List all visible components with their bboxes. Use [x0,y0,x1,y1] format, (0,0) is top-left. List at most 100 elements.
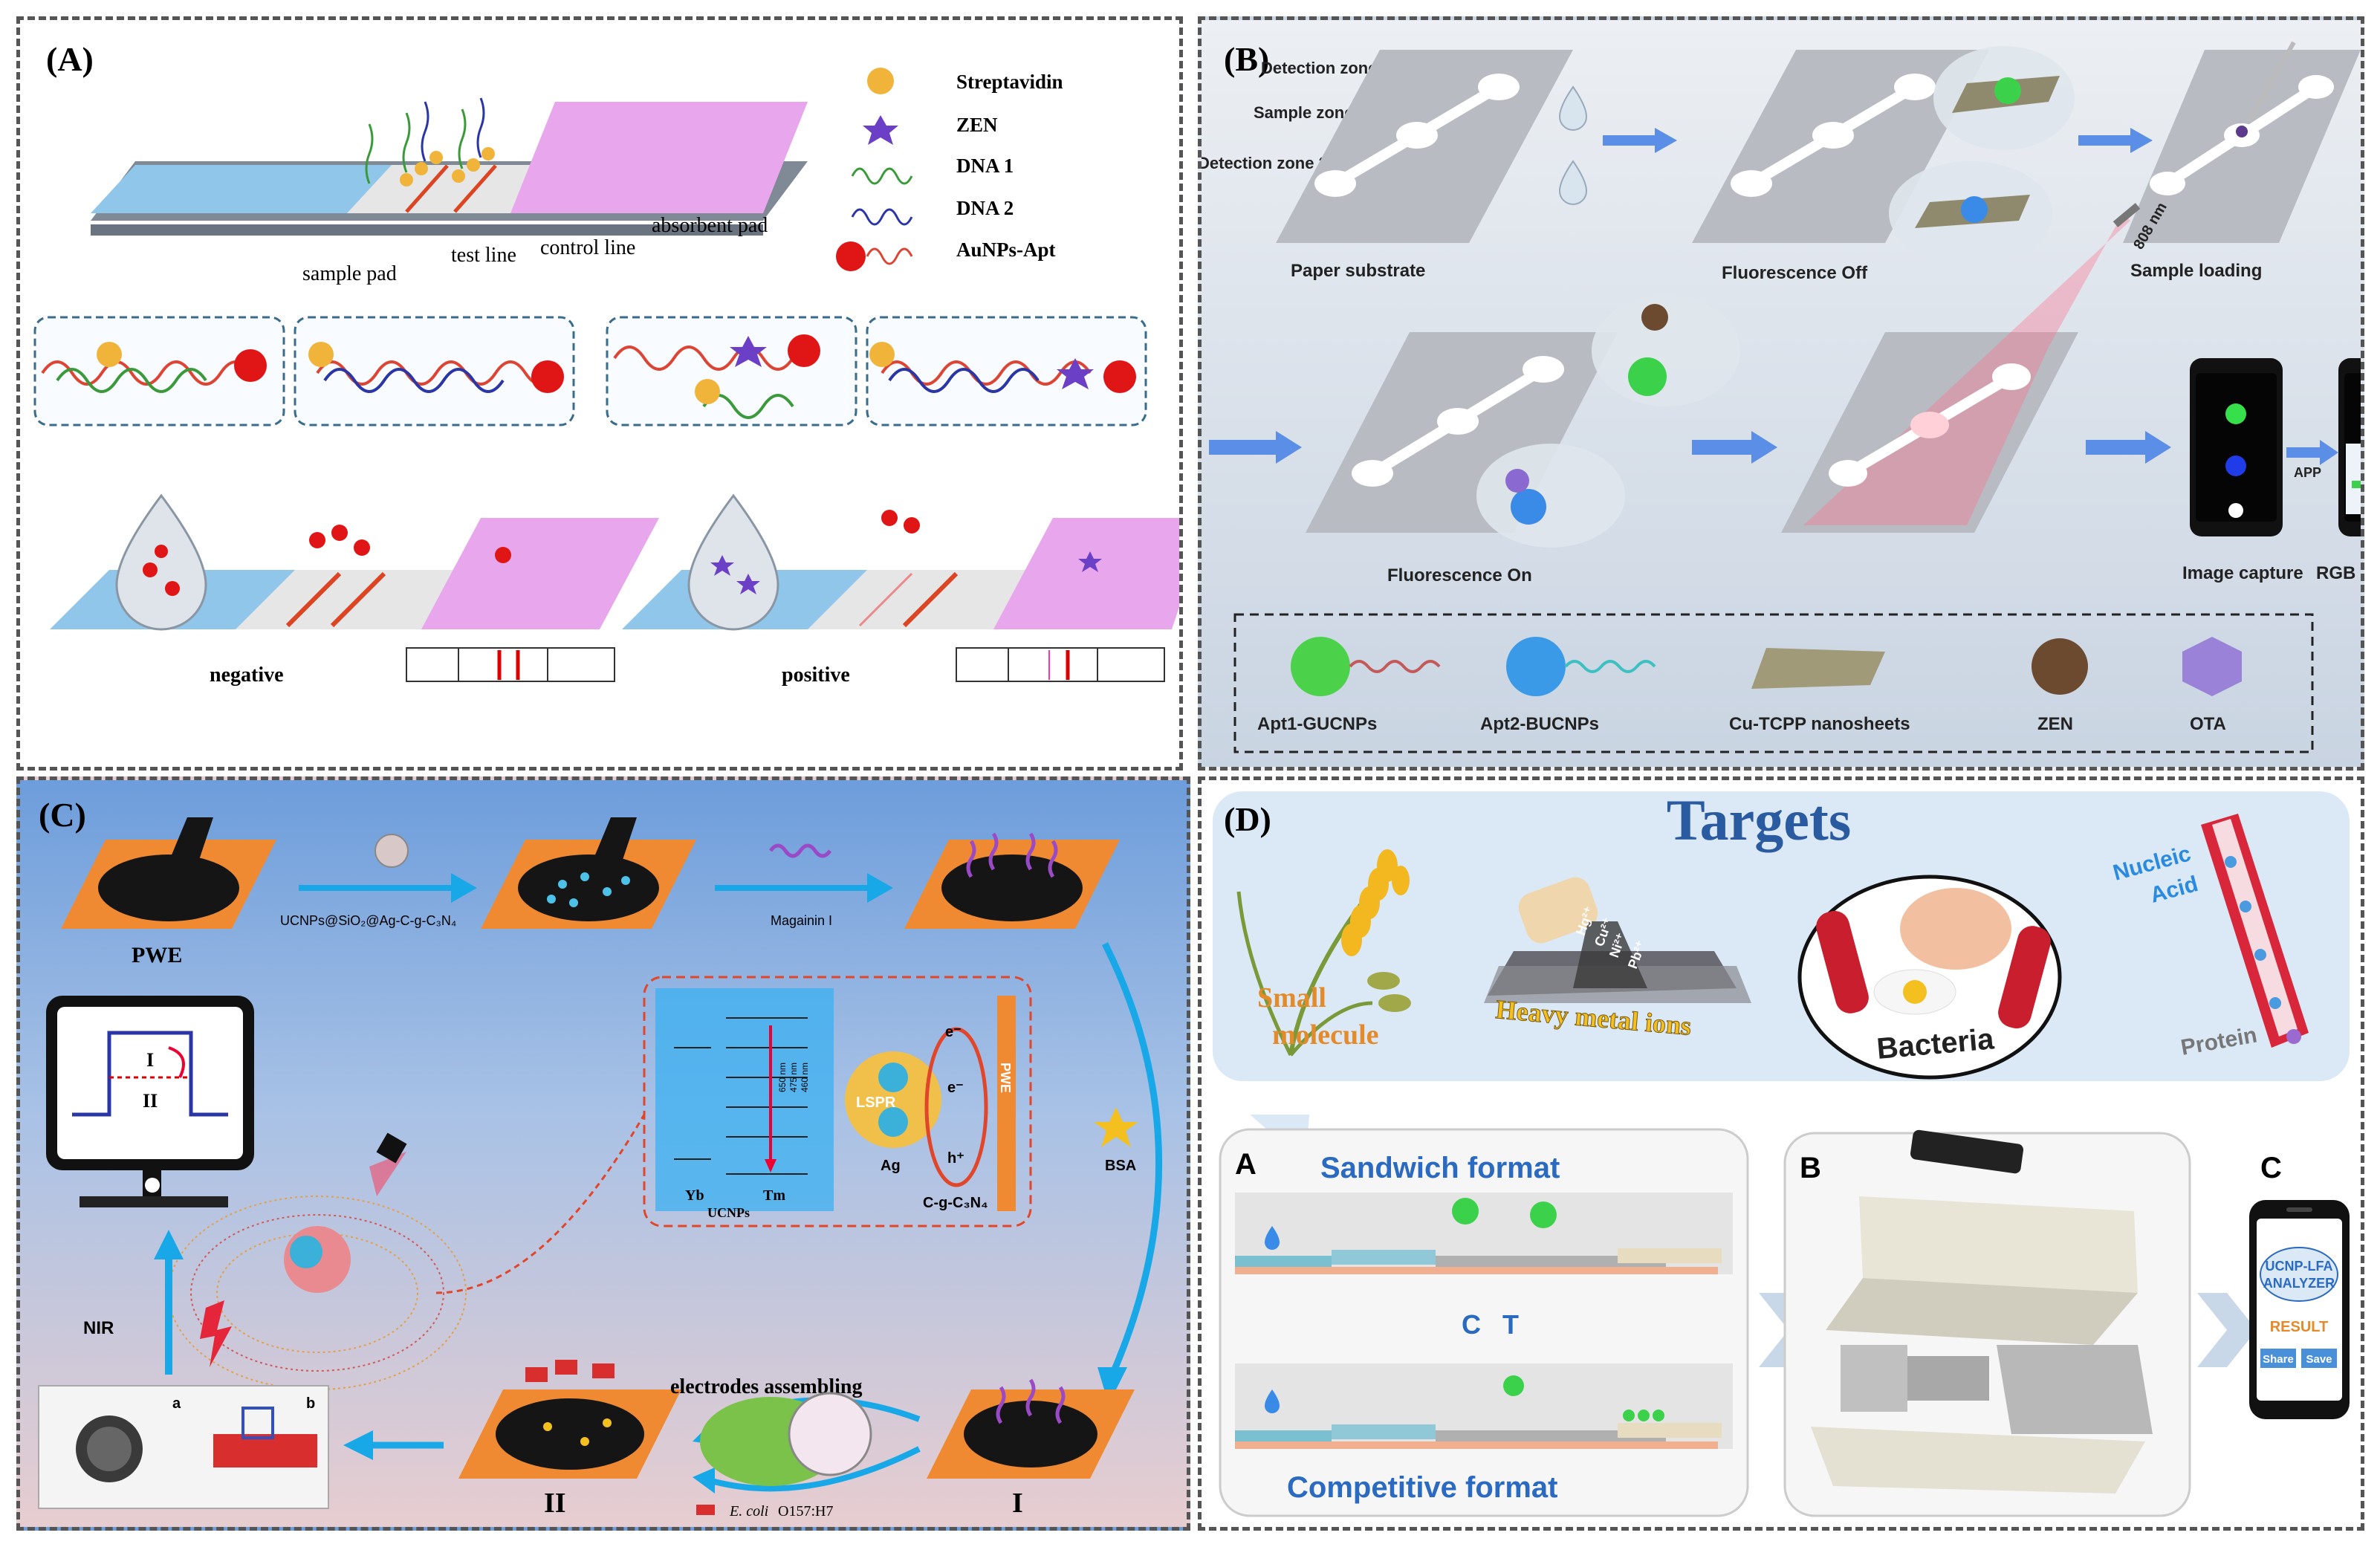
pwe-vertical-label: PWE [998,1063,1013,1093]
ota-particle-icon [2182,637,2242,696]
step-image-capture: Image capture [2182,563,2303,583]
reader-device [1811,1129,2153,1494]
positive-label: positive [782,664,850,687]
photo-a-label: a [172,1395,181,1412]
legend-apt1-gucnps: Apt1-GUCNPs [1257,714,1377,734]
stage-i-label: I [1012,1488,1023,1519]
assembled-electrode-ii [458,1360,681,1479]
test-line-label: test line [451,244,516,267]
fluorescence-off-strip [1692,46,2075,265]
photo-b-label: b [306,1395,315,1412]
sample-pad-label: sample pad [302,262,397,285]
yb-label: Yb [685,1187,704,1204]
cu-tcpp-nanosheet-icon [1751,648,1885,689]
result-label: RESULT [2270,1319,2329,1335]
dna2-icon [851,208,913,226]
legend-dna2: DNA 2 [956,197,1014,219]
share-button[interactable]: Share [2263,1353,2294,1366]
panel-b-figure: (B) Detection zone 1 Sample zone Detecti… [1202,40,2361,753]
app-label: APP [2294,465,2321,480]
bacteria-plate-icon [1797,875,2062,1080]
monitor-level-2: II [143,1090,158,1112]
bsa-star-icon [1094,1107,1138,1147]
legend-aunps-apt: AuNPs-Apt [956,239,1056,261]
panel-c: (C) PWE UCNPs@SiO₂@Ag-C-g-C₃N₄ Magainin … [16,776,1190,1531]
step-sample-loading: Sample loading [2130,261,2262,281]
lateral-flow-strip [91,97,808,236]
ecoli-icon [696,1505,715,1515]
legend-ota: OTA [2190,714,2226,734]
positive-strip [622,493,1179,631]
wl-475: 475 nm [788,1063,799,1092]
c-line-label: C [1462,1309,1481,1340]
control-line-label: control line [540,236,635,259]
legend-cu-tcpp: Cu-TCPP nanosheets [1729,714,1910,734]
magainin-label: Magainin I [771,913,832,928]
cgcn-ellipse [924,1027,988,1187]
panel-c-figure: (C) PWE UCNPs@SiO₂@Ag-C-g-C₃N₄ Magainin … [38,796,1163,1520]
hole-label: h⁺ [947,1150,964,1167]
apt2-bucnp-icon [1506,637,1566,696]
sub-b-label: B [1800,1152,1821,1184]
peptide-electrode [904,832,1120,929]
molecule-label: molecule [1272,1019,1379,1051]
result-phone [2249,1200,2350,1419]
blood-vessel-icon [2201,814,2309,1048]
targets-banner [1213,791,2350,1081]
composite-label: UCNPs@SiO₂@Ag-C-g-C₃N₄ [280,913,456,928]
panel-b-legend-box [1233,613,2314,753]
step-rgb-analysis: RGB analysis [2316,563,2361,583]
electrode-i [927,1378,1135,1479]
targets-title: Targets [1667,788,1851,852]
t-line-label: T [1502,1309,1519,1340]
save-button[interactable]: Save [2306,1353,2332,1366]
panel-b: (B) Detection zone 1 Sample zone Detecti… [1198,16,2364,771]
ecoli-italic-label: E. coli [729,1503,768,1520]
apt1-gucnp-icon [1291,637,1350,696]
small-label: Small [1257,982,1326,1014]
zen-particle-icon [2032,638,2088,695]
nir-label: NIR [83,1318,114,1338]
positive-result-window [956,647,1165,682]
ag-lspr-sphere [845,1051,941,1148]
legend-dna1: DNA 1 [956,155,1014,177]
phone-title-line2: ANALYZER [2263,1276,2335,1291]
aunp-icon [836,241,866,271]
magnifier-icon [788,1392,872,1476]
sub-c-label: C [2260,1152,2282,1184]
modified-electrode [481,817,696,929]
negative-label: negative [210,664,284,687]
cgcn-label: C-g-C₃N₄ [923,1195,988,1211]
wl-460: 460 nm [800,1063,810,1092]
heavy-metal-icon [1484,877,1751,1003]
streptavidin-icon [867,68,894,94]
electron-label-2: e⁻ [947,1080,964,1096]
step-fluorescence-on: Fluorescence On [1387,565,1532,586]
lspr-label: LSPR [856,1094,896,1111]
ecoli-strain-label: O157:H7 [778,1503,833,1520]
sub-a-label: A [1235,1148,1257,1181]
pwe-electrode [61,817,276,929]
format-box [1219,1128,1749,1517]
pwe-label: PWE [132,943,182,967]
zen-star-icon [863,115,898,145]
panel-a-label: (A) [46,40,94,78]
competitive-format-label: Competitive format [1287,1471,1558,1504]
monitor-icon [46,996,254,1207]
legend-zen: ZEN [956,114,998,136]
sandwich-strip [1235,1193,1733,1274]
negative-result-window [406,647,615,682]
legend-streptavidin: Streptavidin [956,71,1063,93]
capture-phone [2190,358,2283,536]
chevron-right-icon-2 [2197,1293,2257,1367]
panel-d-label: (D) [1224,800,1271,838]
ucnps-label: UCNPs [707,1205,750,1220]
sample-loading-strip [2123,41,2361,243]
panel-a-legend: Streptavidin ZEN DNA 1 DNA 2 AuNPs-Apt [836,68,1063,271]
tm-label: Tm [763,1187,785,1204]
lightning-icon [200,1300,232,1367]
bsa-label: BSA [1105,1158,1136,1174]
absorbent-pad-label: absorbent pad [652,214,768,237]
laser-strip [1781,203,2141,533]
wheat-icon [1236,849,1411,1057]
